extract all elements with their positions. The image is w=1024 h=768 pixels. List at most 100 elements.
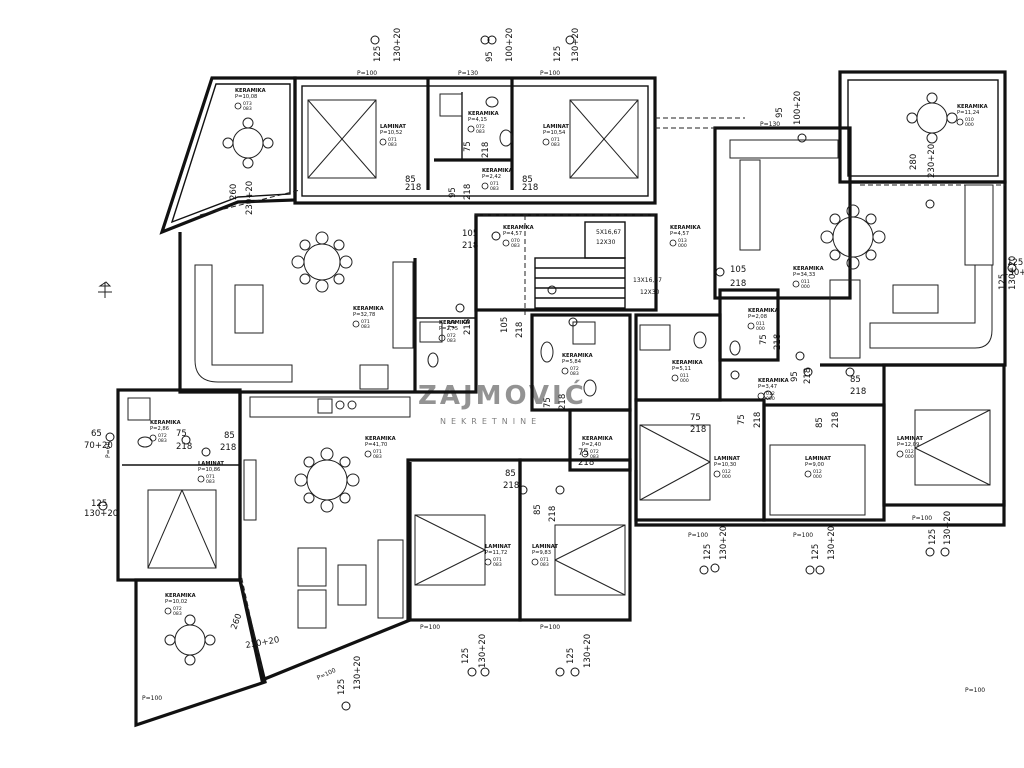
- height-symbol-icon: [197, 475, 205, 483]
- dimension-label: 85: [522, 175, 533, 185]
- dimension-label: 100+20: [505, 28, 515, 62]
- room-area: P=11,24: [957, 110, 980, 116]
- room-code-top: 012: [766, 391, 775, 397]
- dimension-label: P=100: [912, 515, 932, 522]
- room-code-bottom: 083: [361, 324, 370, 330]
- dimension-label: 260: [229, 612, 244, 631]
- height-symbol-icon: [896, 450, 904, 458]
- room-code-bottom: 083: [490, 186, 499, 192]
- dimension-label: 5X16,67: [596, 229, 621, 236]
- height-symbol-icon: [502, 239, 510, 247]
- height-symbol-icon: [669, 239, 677, 247]
- height-symbol-icon: [757, 392, 765, 400]
- height-symbol-icon: [747, 322, 755, 330]
- room-code-top: 071: [540, 557, 549, 563]
- dimension-label: P=100: [316, 667, 337, 682]
- room-code-bottom: 000: [678, 243, 687, 249]
- dimension-marker-icon: [341, 701, 351, 711]
- dimension-label: 218: [463, 184, 473, 200]
- height-symbol-icon: [561, 367, 569, 375]
- room-finish: KERAMIKA: [582, 436, 613, 442]
- dimension-label: 130+20: [393, 28, 403, 62]
- dimension-marker-icon: [467, 667, 477, 677]
- room-code-top: 011: [801, 279, 810, 285]
- dimension-label: 100+20: [793, 91, 803, 125]
- room-code-bottom: 083: [206, 479, 215, 485]
- dimension-label: 125: [373, 46, 383, 62]
- room-area: P=11,72: [485, 550, 507, 556]
- dimension-label: 130+20: [1008, 256, 1018, 290]
- dimension-label: 125: [1007, 258, 1023, 268]
- room-finish: LAMINAT: [532, 544, 558, 550]
- room-code-top: 012: [905, 449, 914, 455]
- dimension-label: 85: [815, 417, 825, 428]
- dimension-label: 130+20: [583, 634, 593, 668]
- dimension-label: 125: [811, 544, 821, 560]
- room-code-top: 012: [813, 469, 822, 475]
- room-code-bottom: 083: [158, 438, 167, 444]
- dimension-marker-icon: [455, 303, 465, 313]
- dimension-label: 230+20: [245, 635, 280, 651]
- height-symbol-icon: [484, 558, 492, 566]
- watermark-brand: ZAJMOVIĆ: [418, 379, 587, 411]
- room-area: P=41,70: [365, 442, 387, 448]
- room-finish: KERAMIKA: [957, 104, 988, 110]
- dimension-marker-icon: [1007, 263, 1017, 273]
- room-code-bottom: 000: [801, 284, 810, 290]
- dimension-label: 13X16,67: [633, 277, 662, 284]
- dimension-label: 218: [753, 412, 763, 428]
- dimension-label: 75: [578, 448, 589, 458]
- room-area: P=5,84: [562, 359, 582, 365]
- dimension-label: 218: [522, 183, 538, 193]
- height-symbol-icon: [531, 558, 539, 566]
- room-code-top: 071: [373, 449, 382, 455]
- room-finish: KERAMIKA: [235, 88, 266, 94]
- height-symbol-icon: [352, 320, 360, 328]
- dimension-label: 218: [773, 334, 783, 350]
- dimension-marker-icon: [98, 501, 108, 511]
- room-code-bottom: 083: [540, 562, 549, 568]
- dimension-label: 218: [831, 412, 841, 428]
- dimension-label: 65: [91, 429, 102, 439]
- dimension-label: 218: [690, 425, 706, 435]
- height-symbol-icon: [581, 450, 589, 458]
- dimension-label: 85: [505, 469, 516, 479]
- room-area: P=10,02: [165, 599, 187, 605]
- dimension-label: 12X30: [640, 289, 660, 296]
- dimension-marker-icon: [797, 133, 807, 143]
- room-area: P=9,83: [532, 550, 551, 556]
- room-code-top: 071: [493, 557, 502, 563]
- dimension-marker-icon: [925, 547, 935, 557]
- dimension-marker-icon: [555, 485, 565, 495]
- dimension-marker-icon: [568, 317, 578, 327]
- dimension-label: 130+20: [943, 511, 953, 545]
- walls: [116, 70, 1007, 728]
- dimension-marker-icon: [105, 432, 115, 442]
- dimension-label: 218: [515, 322, 525, 338]
- dimension-label: 280: [909, 154, 919, 170]
- dimension-label: 130+20: [827, 526, 837, 560]
- height-symbol-icon: [438, 334, 446, 342]
- dimension-marker-icon: [201, 447, 211, 457]
- room-finish: KERAMIKA: [758, 378, 789, 384]
- dimension-marker-icon: [491, 231, 501, 241]
- room-finish: LAMINAT: [198, 461, 224, 467]
- room-finish: LAMINAT: [380, 124, 406, 130]
- dimension-label: 130+20: [1003, 268, 1024, 278]
- dimension-marker-icon: [565, 35, 575, 45]
- room-finish: KERAMIKA: [165, 593, 196, 599]
- room-finish: KERAMIKA: [670, 225, 701, 231]
- room-finish: KERAMIKA: [353, 306, 384, 312]
- dimension-label: 125: [553, 46, 563, 62]
